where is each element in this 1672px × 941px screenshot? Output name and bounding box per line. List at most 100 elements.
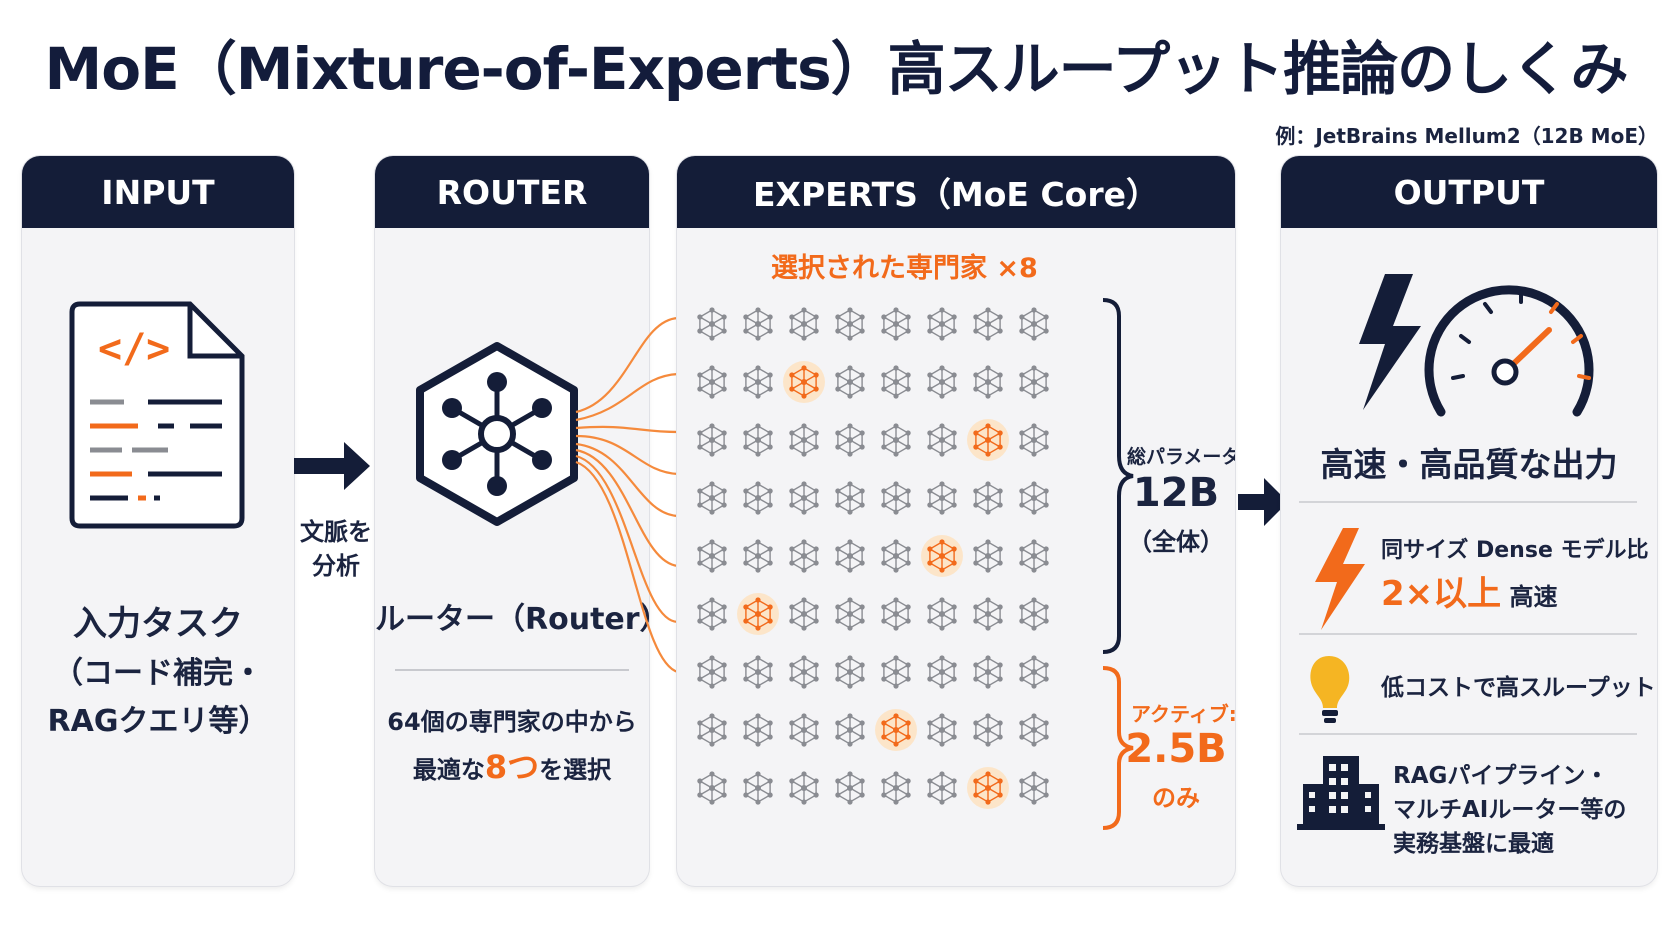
- analyze-context-label-line1: 文脈を: [300, 518, 372, 546]
- analyze-context-label-line2: 分析: [312, 552, 360, 580]
- routing-lines: [575, 316, 679, 674]
- selected-expert-node: [921, 535, 963, 577]
- expert-node: [881, 307, 911, 341]
- expert-node: [743, 481, 773, 515]
- selected-expert-node: [783, 361, 825, 403]
- feature-speed-line1: 同サイズ Dense モデル比: [1381, 538, 1649, 563]
- expert-node: [789, 539, 819, 573]
- input-header: INPUT: [22, 156, 294, 228]
- expert-node: [973, 713, 1003, 747]
- total-params-value: 12B: [1132, 470, 1220, 516]
- expert-node: [927, 655, 957, 689]
- total-params-bracket: [1102, 298, 1134, 654]
- experts-header: EXPERTS（MoE Core）: [677, 156, 1235, 228]
- feature-throughput: 低コストで高スループット: [1381, 675, 1656, 701]
- expert-node: [835, 655, 865, 689]
- expert-node: [697, 597, 727, 631]
- expert-node: [697, 771, 727, 805]
- expert-node: [1019, 539, 1049, 573]
- expert-node: [881, 365, 911, 399]
- router-selected-count: 8つ: [484, 748, 540, 786]
- expert-node: [743, 539, 773, 573]
- expert-node: [1019, 713, 1049, 747]
- router-header: ROUTER: [375, 156, 649, 228]
- expert-node: [697, 481, 727, 515]
- router-desc-post: を選択: [539, 756, 612, 784]
- feature-speed-line2: 2×以上 高速: [1381, 566, 1558, 615]
- expert-node: [789, 423, 819, 457]
- selected-expert-node: [967, 419, 1009, 461]
- expert-node: [1019, 655, 1049, 689]
- expert-node: [789, 713, 819, 747]
- input-task-line1: 入力タスク: [73, 604, 243, 644]
- expert-node: [697, 365, 727, 399]
- expert-node: [697, 423, 727, 457]
- expert-node: [697, 307, 727, 341]
- expert-node: [881, 655, 911, 689]
- orange-lightning-icon: [1315, 528, 1365, 630]
- expert-node: [1019, 771, 1049, 805]
- feature-usecase-line3: 実務基盤に最適: [1393, 831, 1554, 857]
- expert-node: [789, 655, 819, 689]
- expert-node: [697, 655, 727, 689]
- expert-node: [835, 481, 865, 515]
- expert-node: [835, 365, 865, 399]
- experts-to-output-arrow: [1238, 478, 1288, 526]
- input-task-line3: RAGクエリ等）: [47, 704, 269, 739]
- expert-node: [973, 365, 1003, 399]
- example-caption: 例：JetBrains Mellum2（12B MoE）: [1275, 124, 1658, 148]
- expert-node: [881, 423, 911, 457]
- output-panel: OUTPUT: [1281, 156, 1657, 886]
- expert-node: [743, 713, 773, 747]
- expert-node: [973, 539, 1003, 573]
- svg-text:</>: </>: [98, 326, 170, 372]
- expert-node: [927, 713, 957, 747]
- selected-expert-node: [967, 767, 1009, 809]
- feature-usecase-line1: RAGパイプライン・: [1393, 763, 1609, 789]
- expert-node: [835, 307, 865, 341]
- active-params-bracket: [1102, 666, 1134, 830]
- expert-node: [973, 481, 1003, 515]
- lightning-speedometer-icon: [1297, 274, 1637, 830]
- expert-node: [789, 307, 819, 341]
- feature-speed-multiplier: 2×以上: [1381, 574, 1502, 614]
- router-hub-icon: [395, 342, 629, 671]
- experts-panel: EXPERTS（MoE Core） 選択された専門家 ×8 総パラメータ: 12…: [677, 156, 1235, 886]
- expert-node: [789, 597, 819, 631]
- expert-node: [881, 771, 911, 805]
- expert-node: [1019, 597, 1049, 631]
- selected-expert-node: [737, 593, 779, 635]
- expert-node: [697, 713, 727, 747]
- expert-node: [1019, 365, 1049, 399]
- expert-node: [1019, 481, 1049, 515]
- lightbulb-icon: [1310, 656, 1350, 723]
- expert-node: [835, 539, 865, 573]
- code-document-icon: </>: [69, 301, 245, 529]
- expert-node: [835, 597, 865, 631]
- expert-node: [881, 597, 911, 631]
- expert-node: [743, 423, 773, 457]
- router-desc-line2: 最適な8つを選択: [375, 742, 649, 788]
- router-panel: ROUTER ルーター（Router） 64個の専門家の中から 最適な8つを選択: [375, 156, 649, 886]
- input-panel: INPUT </> 入力タスク （コード補完・ RAGクエリ等）: [22, 156, 294, 886]
- input-task-line2: （コード補完・: [53, 656, 263, 691]
- expert-node: [743, 655, 773, 689]
- expert-node: [835, 771, 865, 805]
- input-to-router-arrow: [294, 442, 370, 490]
- expert-node: [789, 481, 819, 515]
- expert-node: [1019, 307, 1049, 341]
- expert-node: [835, 713, 865, 747]
- expert-node: [881, 481, 911, 515]
- output-main-text: 高速・高品質な出力: [1320, 445, 1618, 484]
- expert-node: [927, 481, 957, 515]
- total-params-label: 総パラメータ:: [1127, 446, 1235, 468]
- page-title: MoE（Mixture-of-Experts）高スループット推論のしくみ: [44, 35, 1629, 103]
- expert-node: [743, 365, 773, 399]
- expert-node: [743, 307, 773, 341]
- expert-node: [789, 771, 819, 805]
- expert-node: [743, 771, 773, 805]
- expert-grid: [697, 307, 1049, 809]
- router-desc-pre: 最適な: [412, 756, 485, 784]
- active-params-value: 2.5B: [1125, 726, 1227, 772]
- expert-node: [927, 771, 957, 805]
